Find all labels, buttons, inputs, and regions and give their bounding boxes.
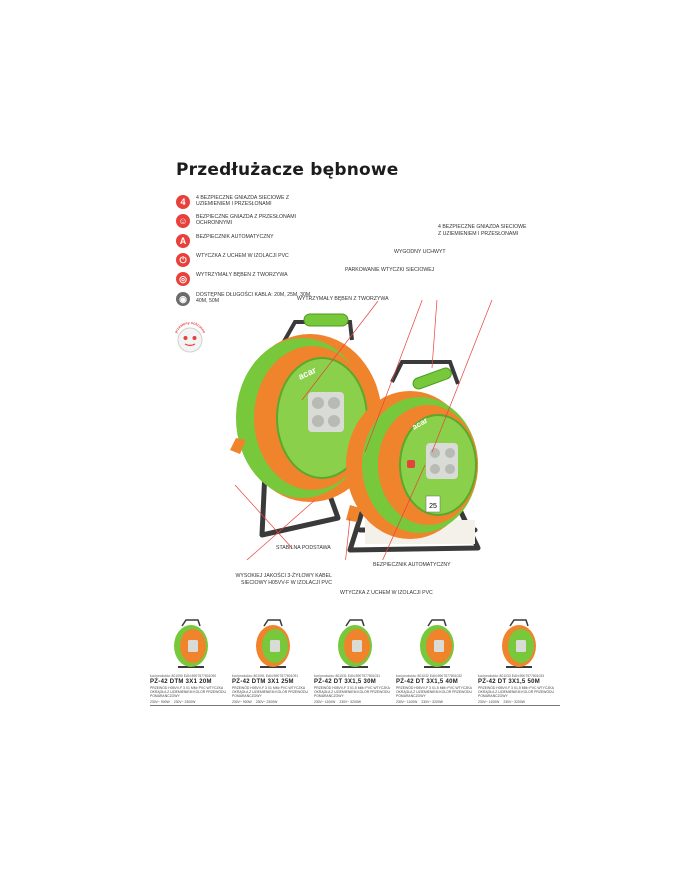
callout-text: 4 bezpieczne gniazda sieciowe z uziemien… (438, 224, 527, 237)
divider (478, 705, 560, 706)
product-code: kod produktu: 801033 EAN:5907577801033 (478, 674, 545, 678)
small-reel-length-label: 25 (429, 503, 437, 510)
callout-cable: wysokiej jakości 3-żyłowy kabel sieciowy… (235, 573, 332, 586)
product-thumbnail (396, 612, 478, 672)
product-card: kod produktu: 801090 EAN:5907577801090 P… (150, 612, 232, 706)
callout-base: stabilna podstawa (276, 545, 331, 551)
product-name: PZ-42 DTM 3X1 20M (150, 679, 212, 685)
spec-uncoiled: 230V~ 2300W (173, 700, 196, 704)
divider (232, 705, 314, 706)
feature-text: bezpiecznik automatyczny (196, 234, 274, 240)
product-card: kod produktu: 801091 EAN:5907577801091 P… (232, 612, 314, 706)
plug-icon: ⏻ (176, 253, 190, 267)
small-reel: 25 acar (346, 360, 481, 553)
feature-item-sockets: 4 4 bezpieczne gniazda sieciowe z uziemi… (176, 195, 316, 209)
product-code: kod produktu: 801091 EAN:5907577801091 (232, 674, 299, 678)
feature-text: Dostępne długości kabla: 20m, 25m, 30m, … (196, 292, 312, 305)
spec-coiled: 230V~ 1100W (396, 700, 418, 704)
spec-uncoiled: 230V~ 3200W (339, 700, 361, 704)
spec-uncoiled: 230V~ 3200W (503, 700, 525, 704)
product-card: kod produktu: 801033 EAN:5907577801033 P… (478, 612, 560, 706)
socket-face-icon: ☺ (176, 214, 190, 228)
feature-item-lengths: ◉ Dostępne długości kabla: 20m, 25m, 30m… (176, 292, 316, 306)
callout-fuse: bezpiecznik automatyczny (373, 562, 451, 568)
callout-lines (234, 300, 493, 560)
product-card: kod produktu: 801031 EAN:5907577801031 P… (314, 612, 396, 706)
big-reel: 50 acar (230, 313, 382, 538)
product-card: kod produktu: 801032 EAN:5907577801032 P… (396, 612, 478, 706)
spec-coiled: 230V~ 900W (232, 700, 252, 704)
feature-text: wytrzymały bęben z tworzywa (196, 272, 288, 278)
product-code: kod produktu: 801090 EAN:5907577801090 (150, 674, 217, 678)
fuse-icon: A (176, 234, 190, 248)
product-thumbnail (150, 612, 232, 672)
callout-sockets: 4 bezpieczne gniazda sieciowe z uziemien… (438, 224, 528, 237)
divider (396, 705, 478, 706)
spec-uncoiled: 230V~ 3200W (421, 700, 443, 704)
divider (150, 705, 232, 706)
product-desc: przewód H05VV-F 3 x1,5 mm² PVC wtyczka o… (478, 686, 554, 698)
feature-item-fuse: A bezpiecznik automatyczny (176, 234, 316, 248)
product-name: PZ-42 DT 3X1,5 50M (478, 679, 541, 685)
product-code: kod produktu: 801031 EAN:5907577801031 (314, 674, 381, 678)
drum-icon: ◎ (176, 272, 190, 286)
callout-plug: wtyczka z uchem w izolacji PVC (340, 590, 433, 596)
feature-text: 4 bezpieczne gniazda sieciowe z uziemien… (196, 195, 290, 208)
spec-uncoiled: 230V~ 2300W (255, 700, 278, 704)
product-name: PZ-42 DT 3X1,5 30M (314, 679, 377, 685)
divider (314, 705, 396, 706)
spec-coiled: 230V~ 900W (150, 700, 170, 704)
cable-length-icon: ◉ (176, 292, 190, 306)
spec-coiled: 230V~ 1100W (314, 700, 336, 704)
product-thumbnail (232, 612, 314, 672)
product-desc: przewód H05VV-F 3 x1,5 mm² PVC wtyczka o… (314, 686, 390, 698)
product-desc: przewód H05VV-F 3 x1 mm² PVC wtyczka okr… (150, 686, 226, 698)
callout-handle: wygodny uchwyt (394, 249, 446, 255)
product-desc: przewód H05VV-F 3 x1,5 mm² PVC wtyczka o… (396, 686, 472, 698)
feature-item-plug: ⏻ wtyczka z uchem w izolacji PVC (176, 253, 316, 267)
callout-parking: parkowanie wtyczki sieciowej (345, 267, 435, 273)
shutter-badge: przesłony ochronne (170, 318, 210, 358)
feature-item-shutters: ☺ bezpieczne gniazda z przesłonami ochro… (176, 214, 316, 228)
number-4-icon: 4 (176, 195, 190, 209)
socket-face-icon: przesłony ochronne (174, 321, 206, 353)
product-thumbnail (314, 612, 396, 672)
product-name: PZ-42 DT 3X1,5 40M (396, 679, 459, 685)
product-desc: przewód H05VV-F 3 x1 mm² PVC wtyczka okr… (232, 686, 308, 698)
cable-reel-illustration: 50 acar 25 acar (230, 300, 493, 560)
feature-text: wtyczka z uchem w izolacji PVC (196, 253, 289, 259)
feature-item-drum: ◎ wytrzymały bęben z tworzywa (176, 272, 316, 286)
product-thumbnail (478, 612, 560, 672)
product-name: PZ-42 DTM 3X1 25M (232, 679, 294, 685)
page-title: Przedłużacze bębnowe (176, 160, 399, 180)
product-code: kod produktu: 801032 EAN:5907577801032 (396, 674, 463, 678)
spec-coiled: 230V~ 1100W (478, 700, 500, 704)
callout-drum: wytrzymały bęben z tworzywa (297, 296, 389, 302)
feature-text: bezpieczne gniazda z przesłonami ochronn… (196, 214, 297, 227)
